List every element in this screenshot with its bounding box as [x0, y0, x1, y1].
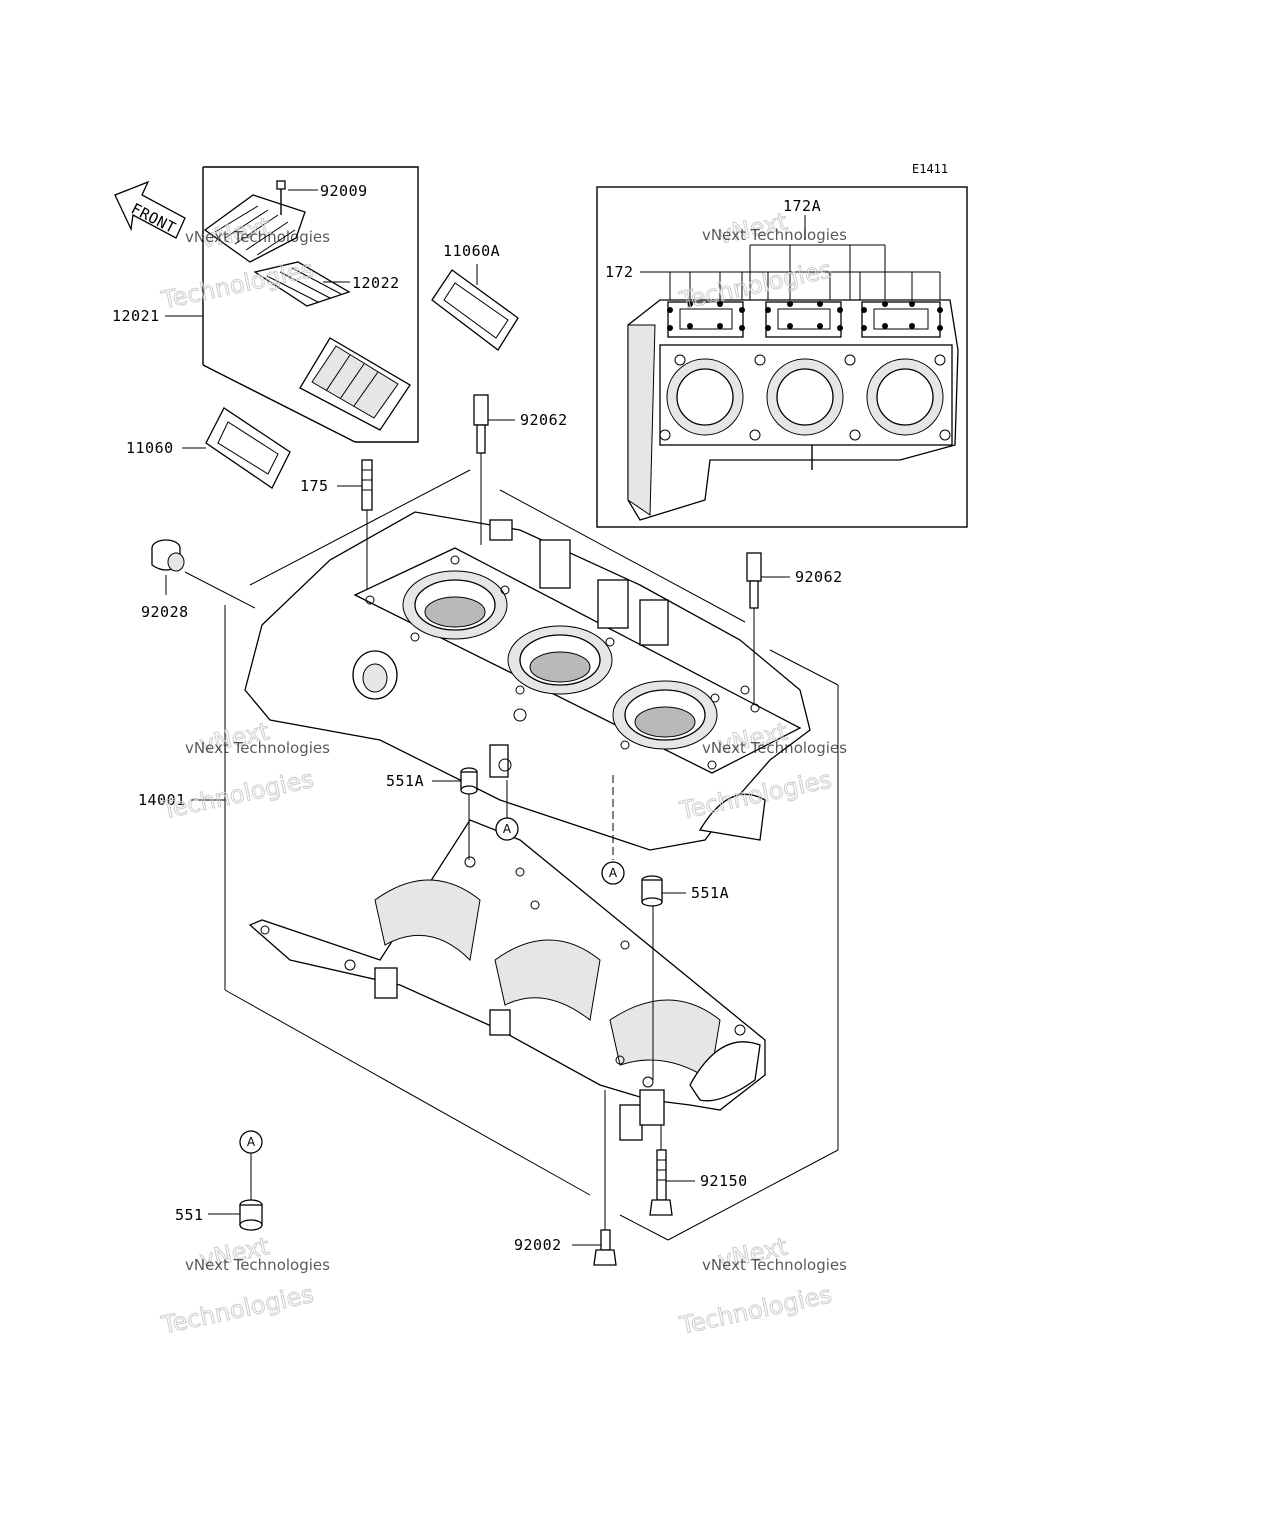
gasket-11060A	[431, 269, 519, 351]
label-92150: 92150	[700, 1172, 748, 1190]
reed-block-12021	[299, 337, 411, 431]
label-175: 175	[300, 477, 329, 495]
cylinder-inset	[596, 186, 968, 528]
gasket-11060	[205, 407, 291, 489]
lower-crankcase	[248, 790, 766, 1141]
bolt-92062-side	[746, 552, 790, 705]
ref-marker-a-2: A	[601, 861, 625, 885]
svg-text:A: A	[503, 822, 512, 836]
front-arrow-icon: FRONT	[114, 180, 186, 239]
svg-text:A: A	[247, 1135, 256, 1149]
svg-text:Technologies: Technologies	[158, 255, 316, 315]
svg-text:vNext Technologies: vNext Technologies	[185, 1256, 330, 1274]
label-11060A: 11060A	[443, 242, 500, 260]
svg-text:vNext Technologies: vNext Technologies	[702, 739, 847, 757]
label-172A: 172A	[783, 197, 821, 215]
ref-marker-a-1: A	[495, 817, 519, 841]
watermark-bottom-right: vNext vNext Technologies Technologies	[676, 1232, 847, 1340]
label-92062-side: 92062	[795, 568, 843, 586]
label-12021: 12021	[112, 307, 160, 325]
bolt-92062-upper	[473, 394, 515, 545]
upper-crankcase	[184, 469, 839, 1241]
svg-text:vNext Technologies: vNext Technologies	[185, 228, 330, 246]
label-11060: 11060	[126, 439, 174, 457]
watermark-bottom-left: vNext vNext Technologies Technologies	[158, 1232, 330, 1340]
bolt-92002	[572, 1090, 617, 1266]
stud-175	[337, 459, 373, 590]
watermark-mid-left: vNext vNext Technologies Technologies	[158, 717, 330, 825]
svg-text:Technologies: Technologies	[158, 765, 316, 825]
svg-text:vNext Technologies: vNext Technologies	[702, 1256, 847, 1274]
label-92028: 92028	[141, 603, 189, 621]
svg-text:vNext Technologies: vNext Technologies	[185, 739, 330, 757]
label-551: 551	[175, 1206, 204, 1224]
cap-92028	[151, 539, 185, 595]
label-14001: 14001	[138, 791, 186, 809]
svg-text:vNext Technologies: vNext Technologies	[702, 226, 847, 244]
label-172: 172	[605, 263, 634, 281]
label-551A-a: 551A	[386, 772, 424, 790]
label-551A-b: 551A	[691, 884, 729, 902]
reed-petals-12022	[253, 261, 351, 307]
dowel-551A-b	[641, 875, 686, 907]
diagram-code: E1411	[912, 162, 948, 176]
label-92009: 92009	[320, 182, 368, 200]
label-92002: 92002	[514, 1236, 562, 1254]
svg-text:Technologies: Technologies	[158, 1280, 316, 1340]
dowel-551A-a	[432, 767, 478, 795]
svg-text:A: A	[609, 866, 618, 880]
watermark-top-right: vNext vNext Technologies Technologies	[676, 207, 847, 315]
label-12022: 12022	[352, 274, 400, 292]
reed-stopper-plate	[203, 194, 306, 263]
screw-92009	[276, 180, 286, 215]
reed-valve-group	[165, 166, 419, 443]
label-92062-upper: 92062	[520, 411, 568, 429]
bolt-92150	[649, 1125, 695, 1216]
svg-text:Technologies: Technologies	[677, 1280, 835, 1340]
dowel-551	[208, 1153, 263, 1231]
ref-marker-a-3: A	[239, 1130, 263, 1154]
